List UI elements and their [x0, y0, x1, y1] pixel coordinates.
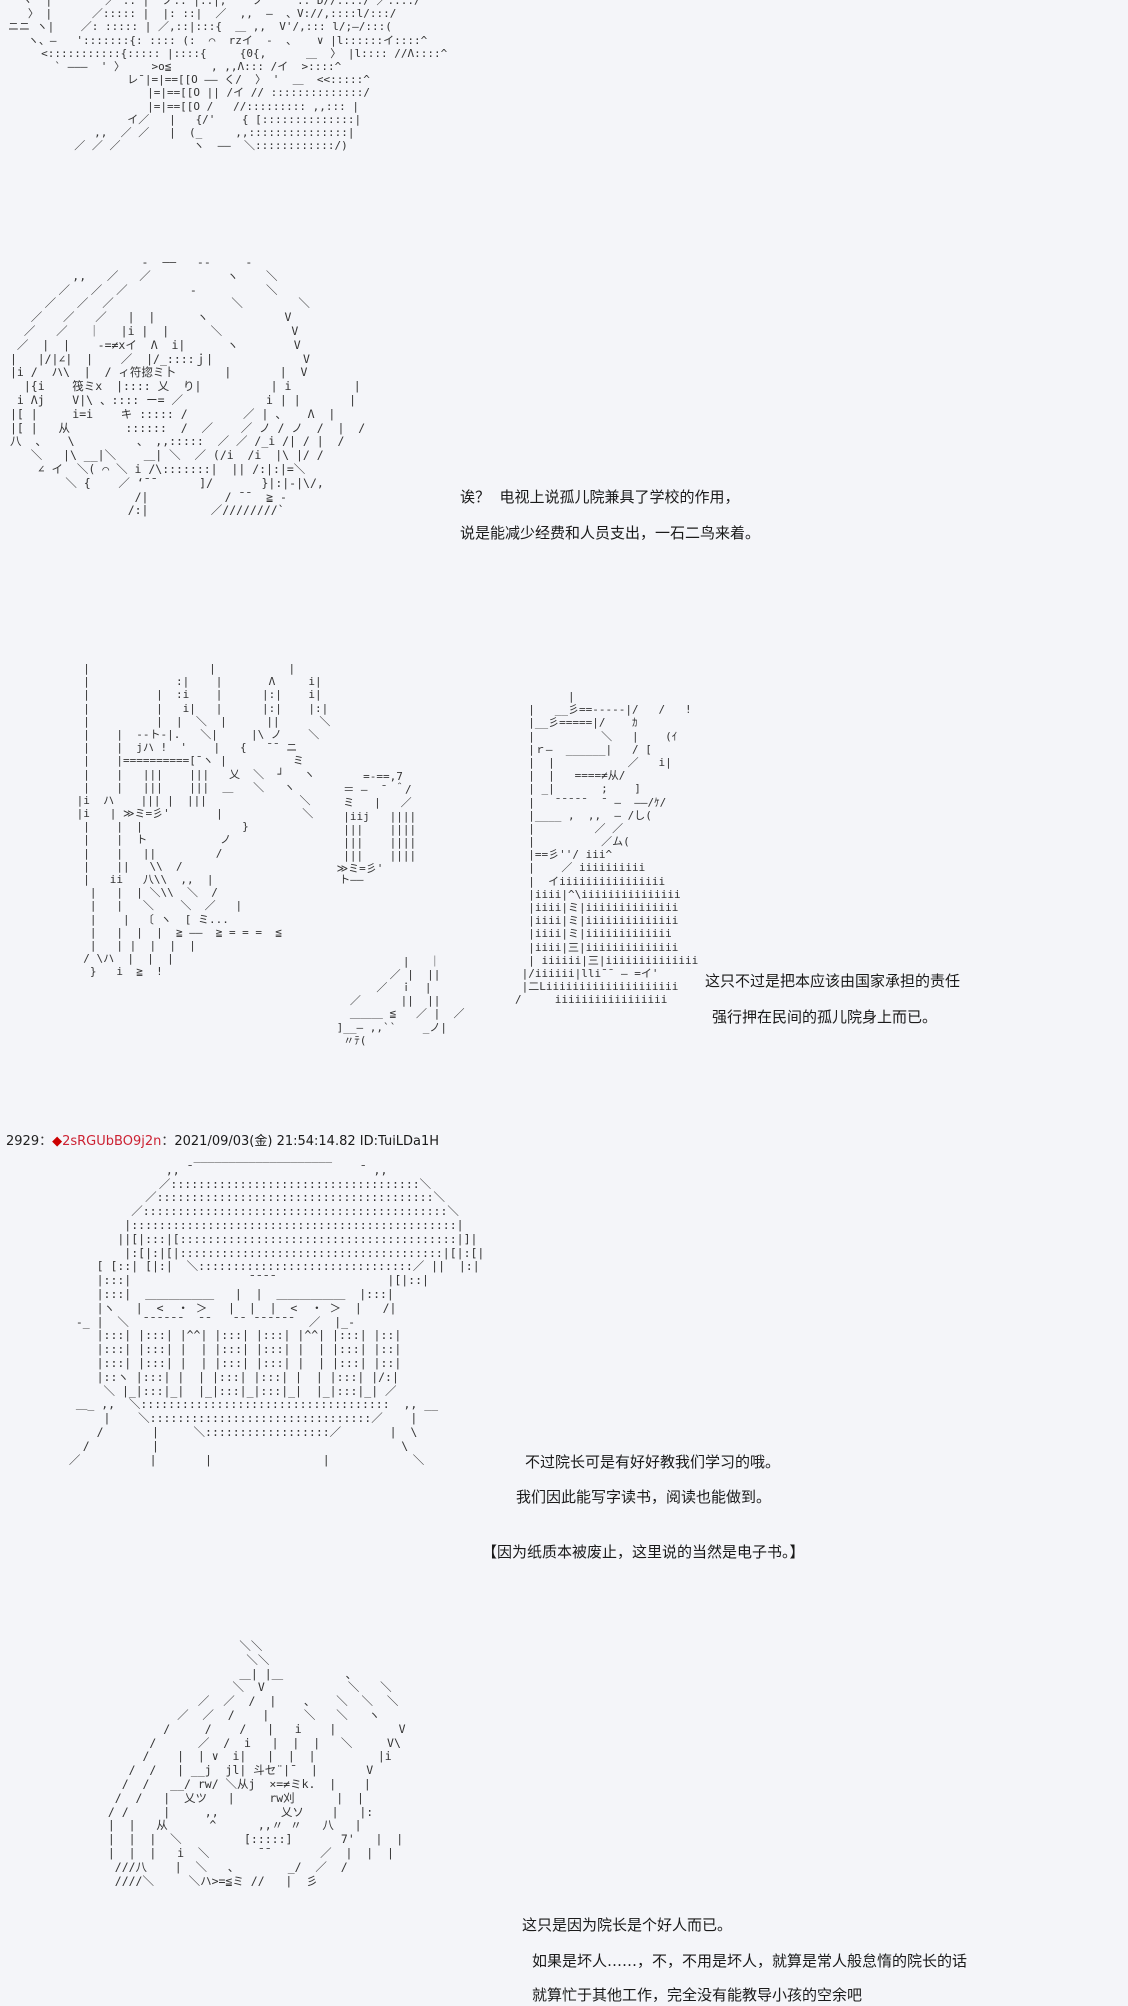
ascii-art-panel-2: - —— -- - ,, ／ ／ ヽ ＼ ／ ／ ／ - ＼ ／ ／ ／ ＼ ＼…	[10, 255, 366, 518]
poster-trip: 2sRGUbBO9j2n	[62, 1134, 162, 1149]
poster-id[interactable]: ID:TuiLDa1H	[359, 1134, 440, 1149]
post-header-separator-2: ：	[161, 1134, 175, 1149]
dialog-panel-5-line-2: 如果是坏人……，不，不用是坏人，就算是常人般怠惰的院长的话	[532, 1952, 968, 1970]
ascii-art-panel-1: ヽ | ／ :: | ノ:: |::|, ' ノ :: D//::::/ ／::…	[8, 0, 448, 153]
ascii-art-panel-5: ＼＼ ＼＼ ＿| |＿ 、 ＼ V ＼ ＼ ／ ／ / | 、 ＼ ＼ ＼ ／ …	[107, 1639, 406, 1888]
post-header: 2929：◆2sRGUbBO9j2n：2021/09/03(金) 21:54:1…	[6, 1130, 439, 1149]
ascii-art-panel-3-left: | | | | :| | Λ i| | | :i | |:| i| | | i|…	[76, 662, 364, 979]
post-date: 2021/09/03(金) 21:54:14.82	[174, 1134, 356, 1149]
dialog-panel-4-note: 【因为纸质本被废止，这里说的当然是电子书。】	[482, 1543, 805, 1561]
post-header-separator: ：	[39, 1134, 53, 1149]
dialog-panel-3-line-1: 这只不过是把本应该由国家承担的责任	[705, 972, 961, 990]
trip-diamond-icon: ◆	[52, 1134, 63, 1149]
ascii-art-panel-3-mid: =-==,7 ＝ — ¯ ＾/ ミ | ／ |iij |||| ||| ||||…	[336, 770, 465, 1047]
dialog-panel-3-line-2: 强行押在民间的孤儿院身上而已。	[712, 1008, 938, 1026]
ascii-art-panel-4: ____________________ ,, ¯ ¯ ,, ／::::::::…	[68, 1149, 485, 1467]
dialog-panel-4-line-2: 我们因此能写字读书，阅读也能做到。	[516, 1488, 772, 1506]
dialog-panel-2-line-1: 诶？ 电视上说孤儿院兼具了学校的作用，	[460, 488, 740, 506]
ascii-art-panel-3-right: | | __彡==-----|/ / ! |__彡=====|/ ｶ | ＼ |…	[515, 690, 699, 1007]
post-number[interactable]: 2929	[6, 1134, 40, 1149]
dialog-panel-4-line-1: 不过院长可是有好好教我们学习的哦。	[525, 1453, 781, 1471]
dialog-panel-2-line-2: 说是能减少经费和人员支出，一石二鸟来着。	[460, 524, 761, 542]
dialog-panel-5-line-3: 就算忙于其他工作，完全没有能教导小孩的空余吧	[532, 1986, 863, 2004]
dialog-panel-5-line-1: 这只是因为院长是个好人而已。	[522, 1916, 733, 1934]
